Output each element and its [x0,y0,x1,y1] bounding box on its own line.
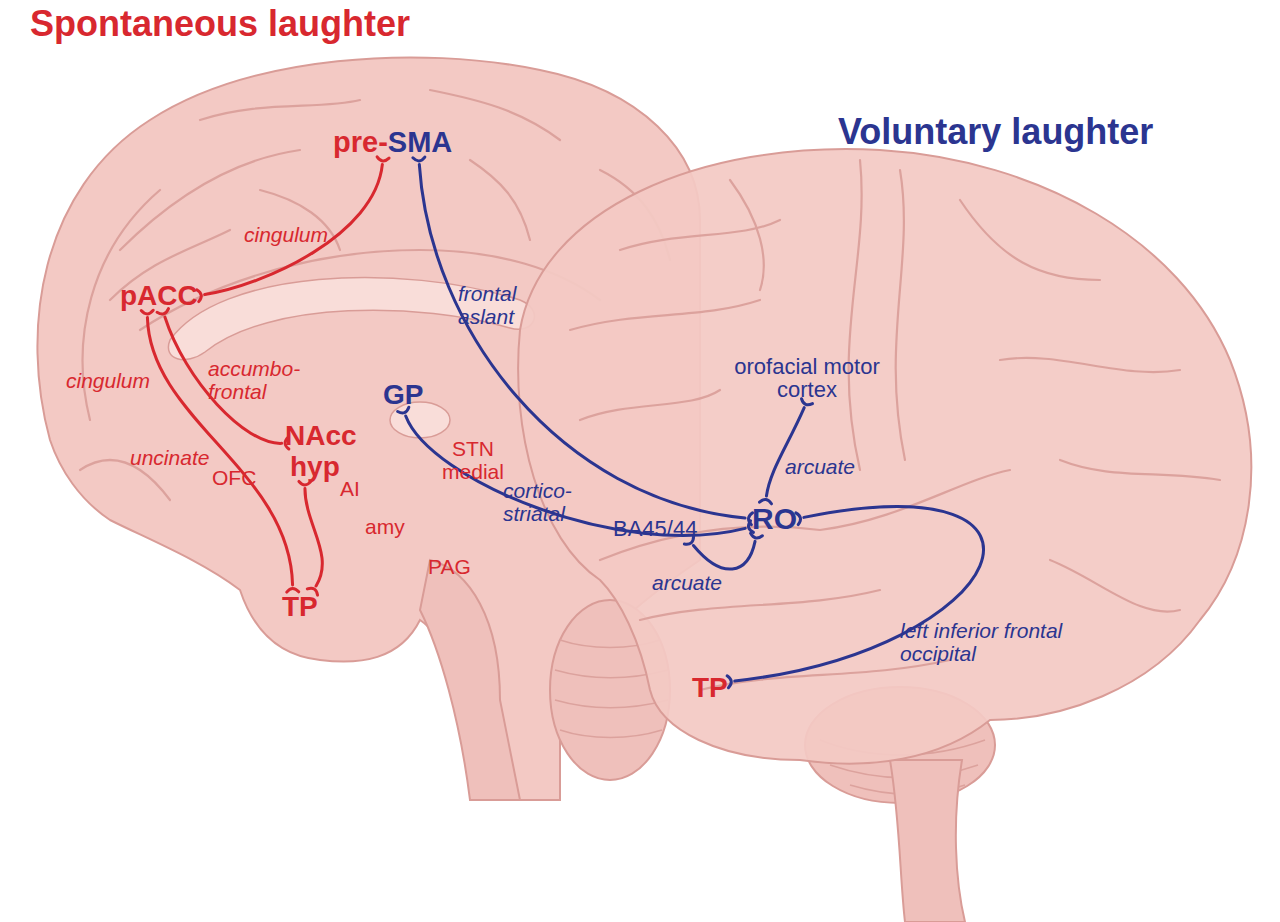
tract-connector [197,157,389,302]
lateral-hemisphere [518,149,1251,764]
tract-connector [398,407,754,535]
brain-region: RO [752,503,797,535]
brain-region: TP [692,673,728,702]
tract-name: uncinate [130,447,209,470]
lateral-brainstem [890,760,965,922]
tract-name: cingulum [66,370,150,393]
region-text: SMA [388,126,452,158]
region-name: AI [340,478,360,501]
brain-region: BA45/44 [613,517,697,540]
region-text: TP [692,672,728,703]
brain-region: TP [282,592,318,621]
region-text: RO [752,502,797,535]
tract-line [766,408,804,496]
region-text: BA45/44 [613,516,697,541]
region-text: NAcc [285,420,357,451]
region-text: hyp [290,451,340,482]
brain-region: NAcc [285,421,357,450]
region-text: TP [282,591,318,622]
brain-region: pACC [120,281,198,310]
region-text: pACC [120,280,198,311]
tract-connector [760,399,813,504]
brain-region: GP [383,380,423,409]
tract-name: cortico- striatal [503,480,583,525]
region-text: orofacial motor cortex [734,354,880,402]
region-name: PAG [428,556,471,579]
tract-connector [299,481,322,595]
tract-line [419,164,745,518]
tract-name: left inferior frontal occipital [900,620,1070,665]
region-name: STN medial [437,438,509,483]
panel-title: Spontaneous laughter [30,5,410,44]
region-name: OFC [212,467,256,490]
tract-name: cingulum [244,224,328,247]
brain-region: hyp [290,452,340,481]
tract-name: frontal aslant [458,283,548,328]
tract-line [305,488,322,586]
tract-name: arcuate [785,456,855,479]
tract-line [693,541,755,569]
region-text: pre- [333,126,388,158]
tract-line [205,164,383,294]
region-text: GP [383,379,423,410]
tract-connector [413,157,753,525]
region-name: amy [365,516,405,539]
tract-name: arcuate [652,572,722,595]
panel-title: Voluntary laughter [838,113,1153,152]
brain-region: orofacial motor cortex [732,355,882,401]
brain-region: pre-SMA [333,127,452,157]
medial-brainstem [420,560,520,800]
lateral-gyri [570,160,1220,690]
tract-name: accumbo- frontal [208,358,318,403]
